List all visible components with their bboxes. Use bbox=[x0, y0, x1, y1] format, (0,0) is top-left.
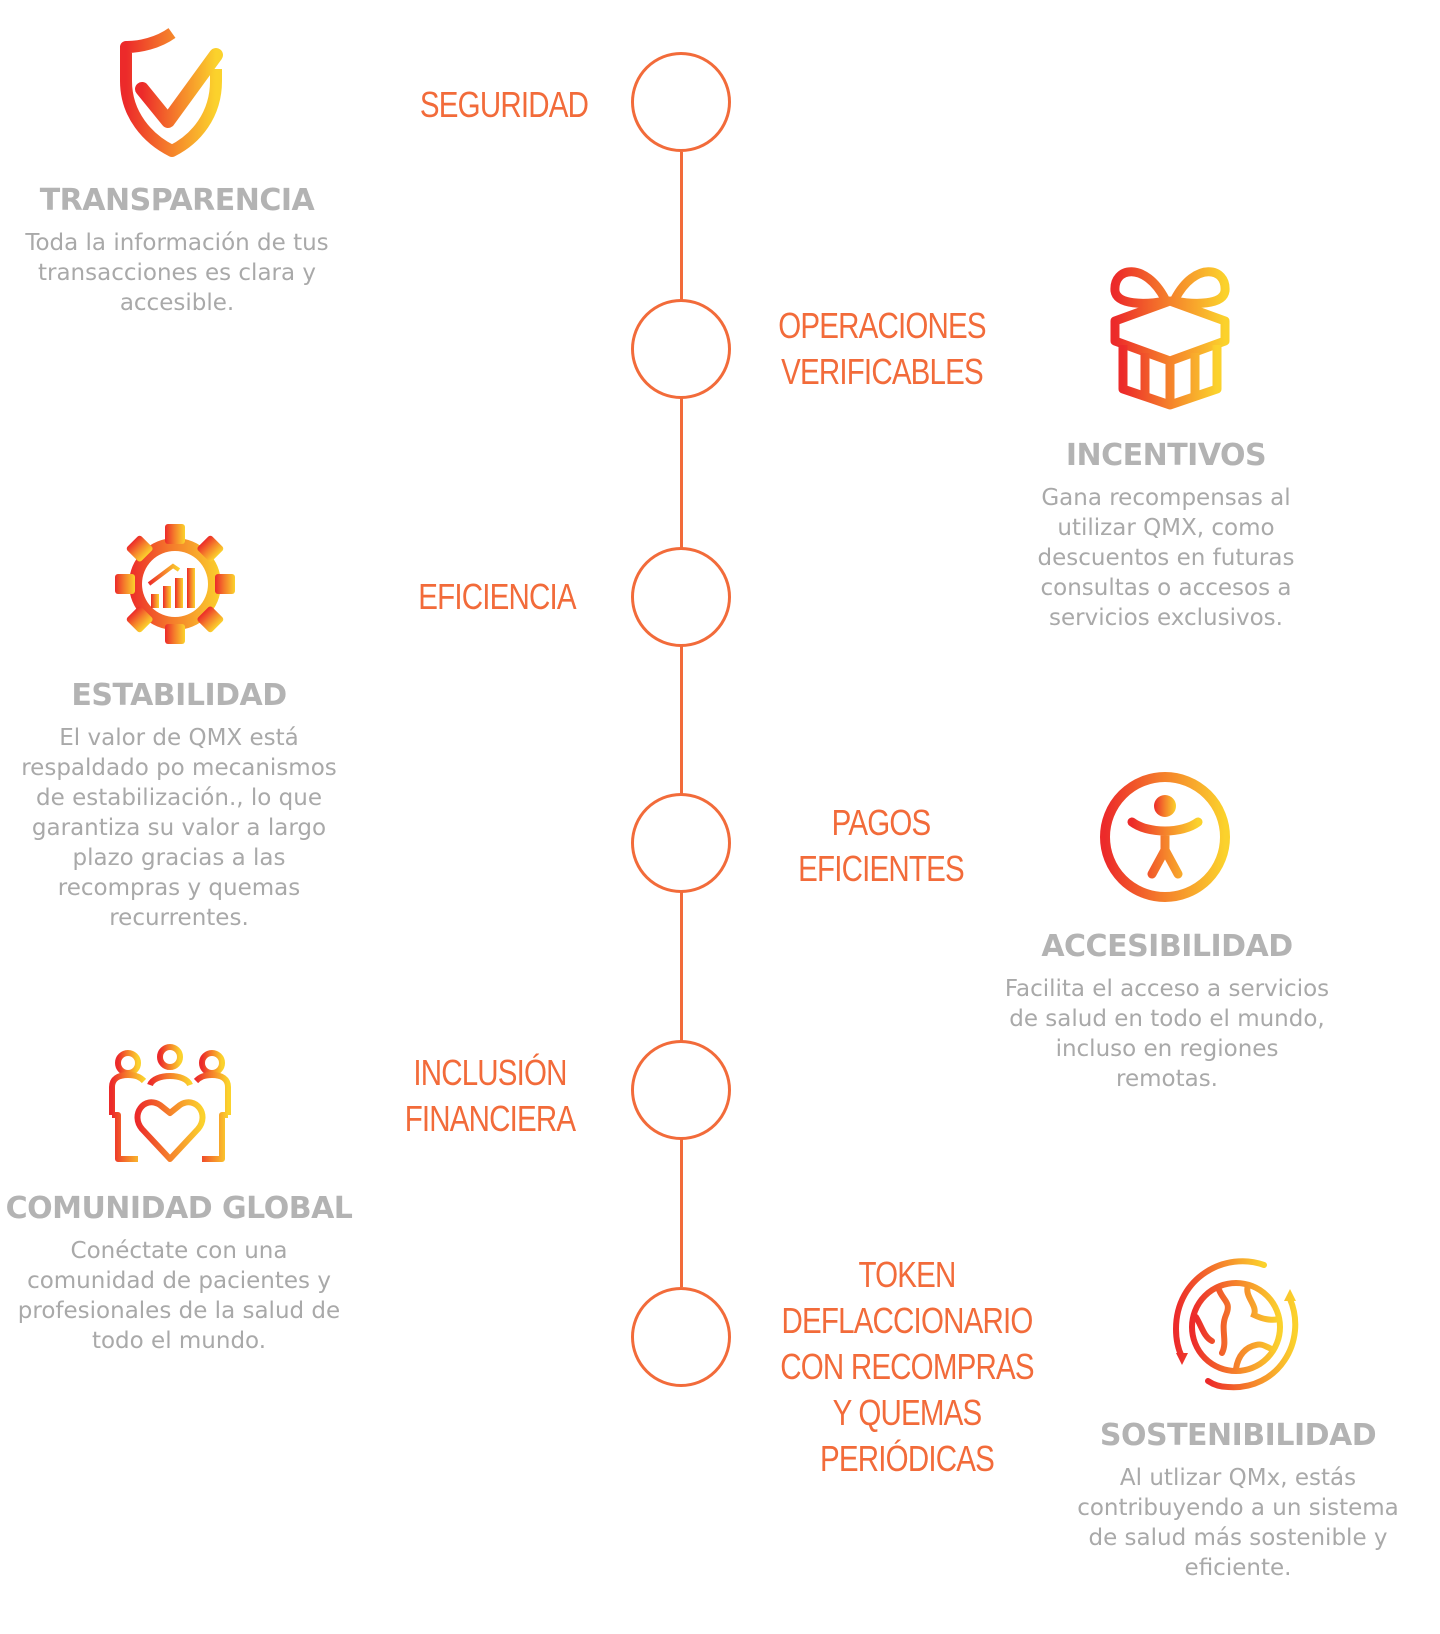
desc-line: de salud más sostenible y bbox=[1088, 1525, 1388, 1551]
timeline-node-token bbox=[631, 1287, 731, 1387]
desc-line: Gana recompensas al bbox=[1041, 485, 1291, 511]
desc-line: de estabilización., lo que bbox=[36, 785, 322, 811]
desc-line: Conéctate con una bbox=[70, 1238, 288, 1264]
feature-title: ESTABILIDAD bbox=[71, 678, 287, 713]
globe-cycle-icon bbox=[1172, 1258, 1299, 1391]
label-line: CON RECOMPRAS bbox=[780, 1346, 1034, 1387]
desc-line: comunidad de pacientes y bbox=[27, 1268, 331, 1294]
feature-title: INCENTIVOS bbox=[1065, 438, 1267, 473]
gift-icon bbox=[1110, 267, 1230, 410]
desc-line: respaldado po mecanismos bbox=[21, 755, 337, 781]
timeline-label-inclusion: INCLUSIÓN FINANCIERA bbox=[405, 1050, 576, 1142]
timeline-node-eficiencia bbox=[631, 547, 731, 647]
label-line: OPERACIONES bbox=[778, 305, 986, 346]
desc-line: accesible. bbox=[119, 290, 235, 316]
label-line: TOKEN bbox=[858, 1254, 956, 1295]
desc-line: transacciones es clara y bbox=[37, 260, 317, 286]
label-line: SEGURIDAD bbox=[419, 84, 589, 125]
feature-transparencia: TRANSPARENCIA Toda la información de tus… bbox=[25, 183, 328, 318]
timeline-label-operaciones: OPERACIONES VERIFICABLES bbox=[778, 303, 986, 395]
timeline-node-inclusion bbox=[631, 1040, 731, 1140]
accessibility-icon bbox=[1100, 772, 1230, 902]
label-line: DEFLACCIONARIO bbox=[781, 1300, 1034, 1341]
label-line: VERIFICABLES bbox=[781, 351, 984, 392]
feature-sostenibilidad: SOSTENIBILIDAD Al utlizar QMx, estás con… bbox=[1077, 1418, 1399, 1583]
timeline-node-seguridad bbox=[631, 52, 731, 152]
timeline-node-operaciones bbox=[631, 299, 731, 399]
desc-line: Al utlizar QMx, estás bbox=[1119, 1465, 1357, 1491]
label-line: FINANCIERA bbox=[404, 1098, 576, 1139]
label-line: EFICIENCIA bbox=[418, 576, 576, 617]
desc-line: remotas. bbox=[1116, 1066, 1218, 1092]
label-line: PAGOS bbox=[831, 802, 932, 843]
desc-line: garantiza su valor a largo bbox=[31, 815, 327, 841]
desc-line: recurrentes. bbox=[109, 905, 249, 931]
label-line: INCLUSIÓN bbox=[413, 1052, 567, 1093]
feature-accesibilidad: ACCESIBILIDAD Facilita el acceso a servi… bbox=[1005, 929, 1329, 1094]
desc-line: contribuyendo a un sistema bbox=[1077, 1495, 1399, 1521]
gear-chart-icon bbox=[115, 524, 235, 644]
desc-line: servicios exclusivos. bbox=[1049, 605, 1283, 631]
desc-line: descuentos en futuras bbox=[1037, 545, 1295, 571]
desc-line: recompras y quemas bbox=[57, 875, 301, 901]
timeline-label-seguridad: SEGURIDAD bbox=[419, 82, 589, 128]
community-heart-icon bbox=[109, 1044, 231, 1162]
timeline-label-token: TOKEN DEFLACCIONARIO CON RECOMPRAS Y QUE… bbox=[780, 1252, 1034, 1482]
desc-line: Facilita el acceso a servicios bbox=[1004, 976, 1330, 1002]
desc-line: todo el mundo. bbox=[91, 1328, 267, 1354]
desc-line: Toda la información de tus bbox=[25, 230, 329, 256]
feature-title: ACCESIBILIDAD bbox=[1041, 929, 1293, 964]
desc-line: profesionales de la salud de bbox=[17, 1298, 341, 1324]
label-line: EFICIENTES bbox=[798, 848, 964, 889]
timeline-line bbox=[680, 152, 683, 1287]
feature-comunidad-global: COMUNIDAD GLOBAL Conéctate con una comun… bbox=[6, 1191, 353, 1356]
feature-title: COMUNIDAD GLOBAL bbox=[5, 1191, 353, 1226]
timeline-node-pagos bbox=[631, 793, 731, 893]
feature-title: SOSTENIBILIDAD bbox=[1099, 1418, 1377, 1453]
timeline-label-pagos: PAGOS EFICIENTES bbox=[798, 800, 964, 892]
desc-line: utilizar QMX, como bbox=[1057, 515, 1275, 541]
desc-line: eficiente. bbox=[1184, 1555, 1292, 1581]
feature-incentivos: INCENTIVOS Gana recompensas al utilizar … bbox=[1038, 438, 1295, 633]
timeline-label-eficiencia: EFICIENCIA bbox=[418, 574, 576, 620]
desc-line: incluso en regiones bbox=[1055, 1036, 1279, 1062]
desc-line: plazo gracias a las bbox=[72, 845, 286, 871]
desc-line: consultas o accesos a bbox=[1040, 575, 1292, 601]
shield-check-icon bbox=[120, 27, 223, 157]
feature-title: TRANSPARENCIA bbox=[39, 183, 315, 218]
desc-line: El valor de QMX está bbox=[59, 725, 299, 751]
label-line: PERIÓDICAS bbox=[820, 1438, 995, 1479]
label-line: Y QUEMAS bbox=[832, 1392, 983, 1433]
feature-estabilidad: ESTABILIDAD El valor de QMX está respald… bbox=[21, 678, 337, 933]
desc-line: de salud en todo el mundo, bbox=[1009, 1006, 1325, 1032]
